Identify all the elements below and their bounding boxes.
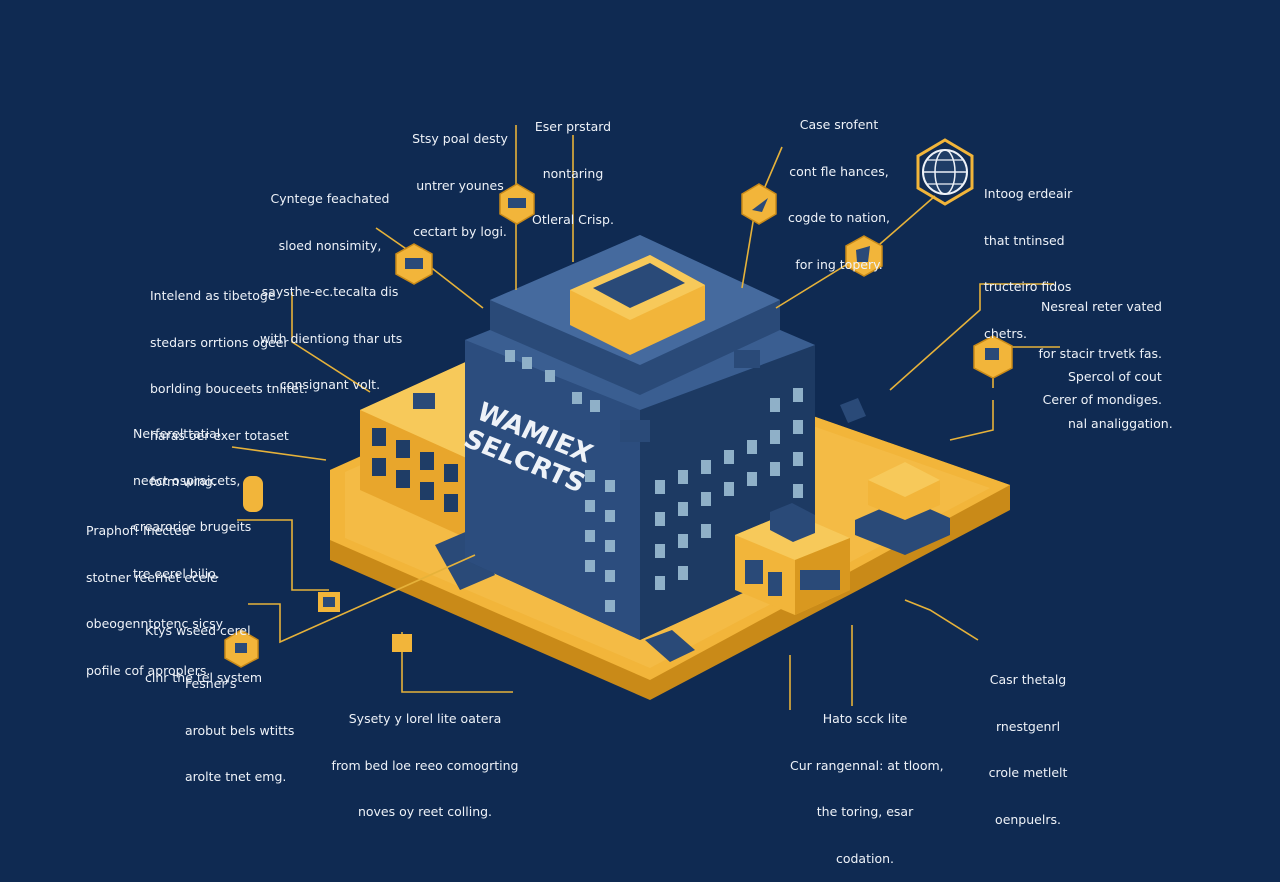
tool-icon (741, 183, 777, 225)
annotation-line: cectart by logi. (413, 224, 507, 239)
annotation-line: arolte tnet emg. (185, 769, 287, 784)
annotation-left-6: Fesner's arobut bels wtitts arolte tnet … (185, 645, 295, 800)
annotation-line: Eser prstard (534, 119, 612, 134)
annotation-left-2: Intelend as tibetoge stedars orrtions og… (150, 257, 320, 505)
annotation-left-4: Praphof! Inected stotner reernet ecele o… (86, 492, 246, 694)
network-dot (413, 393, 435, 409)
annotation-line: codation. (835, 850, 895, 866)
annotation-line: Case srofent (799, 117, 879, 132)
annotation-left-1: Cyntege feachated sloed nonsimity, sayst… (260, 160, 403, 408)
ground-machine (645, 630, 695, 662)
annotation-line: crearorice brugeits (133, 519, 252, 534)
annotation-line: chetrs. (984, 325, 1028, 341)
annotation-right-2: Spercol of cout nal analiggation. (1068, 338, 1188, 447)
annotation-bottom-right-a: Hato scck lite Cur rangennal: at tloom, … (790, 680, 944, 882)
annotation-line: with dientiong thar uts (260, 330, 403, 346)
annotation-line: consignant volt. (279, 377, 381, 392)
annotation-top-center: Eser prstard nontaring Otleral Crisp. (525, 88, 621, 243)
annotation-line: rnestgenrl (995, 718, 1061, 734)
annotation-line: Nesreal reter vated (1040, 299, 1162, 314)
annotation-line: Otleral Crisp. (532, 212, 614, 227)
annotation-line: borlding bouceets tnlitet. (150, 381, 308, 396)
cylinder-object (243, 476, 263, 512)
annotation-line: Cyntege feachated (270, 191, 390, 206)
annotation-line: Stsy poal desty (412, 131, 508, 146)
annotation-line: the toring, esar (816, 804, 914, 819)
right-annex (735, 462, 950, 615)
building-illustration: WAMIEX SELCRTS (224, 125, 1060, 710)
annotation-line: Cur rangennal: at tloom, (790, 757, 944, 773)
annotation-left-5: Ktys wseed cerel clnr the tel system (145, 592, 265, 701)
annotation-line: Cerer of mondiges. (1042, 392, 1162, 407)
annotation-right-3: Casr thetalg rnestgenrl crole metlelt oe… (978, 641, 1078, 843)
annotation-line: Sysety y lorel lite oatera (348, 711, 502, 726)
panel-icon (620, 420, 650, 442)
annotation-line: obeogenntotenc sicsy (86, 616, 224, 631)
annotation-line: for stacir trvetk fas. (1038, 345, 1162, 361)
annotation-line: Ktys wseed cerel (145, 623, 251, 638)
annotation-line: Nerferelttatial (133, 426, 221, 441)
annotation-line: oenpuelrs. (995, 811, 1061, 827)
annotation-right-1: Nesreal reter vated for stacir trvetk fa… (1010, 268, 1162, 423)
annotation-line: Fesner's (185, 676, 237, 691)
small-hex-icon (392, 634, 412, 652)
annotation-line: saysthe-ec.tecalta dis (261, 284, 399, 299)
main-tower (465, 235, 815, 640)
annotation-line: tructeiro fidos (984, 279, 1072, 294)
annotation-line: stedars orrtions ogeer (150, 334, 289, 350)
annotation-left-3: Nerferelttatial neect ospraicets, crearo… (133, 395, 283, 597)
annotation-line: tre eerel bilio. (133, 565, 220, 581)
annotation-top-right-b: Intoog erdeair that tntinsed tructeiro f… (984, 155, 1104, 357)
server-icon (734, 350, 760, 368)
annotation-line: nontaring (542, 165, 604, 181)
annotation-line: form wing. (150, 474, 217, 489)
roof-equipment (840, 398, 866, 423)
annotation-bottom-center: Sysety y lorel lite oatera from bed loe … (330, 680, 520, 835)
annotation-line: haras oer exer totaset (150, 427, 289, 443)
annotation-line: for ing topery. (795, 256, 883, 272)
annotation-top-right-a: Case srofent cont fle hances, cogde to n… (780, 86, 898, 288)
annotation-line: cont fle hances, (789, 163, 889, 179)
annotation-line: sloed nonsimity, (278, 237, 382, 253)
annotation-line: untrer younes (416, 177, 504, 193)
annotation-line: cogde to nation, (787, 210, 891, 225)
annotation-top-left-a: Stsy poal desty untrer younes cectart by… (400, 100, 520, 255)
annotation-line: crole metlelt (988, 765, 1068, 780)
annotation-line: Praphof! Inected (86, 523, 190, 538)
annotation-line: Intelend as tibetoge (150, 288, 276, 303)
annotation-line: nal analiggation. (1068, 415, 1173, 431)
annotation-line: pofile cof aproplers. (86, 662, 211, 678)
globe-icon (916, 138, 974, 206)
annotation-line: that tntinsed (984, 232, 1065, 248)
annotation-line: Hato scck lite (822, 711, 908, 726)
annotation-line: Spercol of cout (1068, 369, 1162, 384)
annotation-line: from bed loe reeo comogrting (331, 757, 519, 773)
annotation-line: stotner reernet ecele (86, 569, 218, 585)
annotation-line: clnr the tel system (145, 669, 263, 685)
annotation-line: Casr thetalg (989, 672, 1067, 687)
annotation-line: Intoog erdeair (984, 186, 1073, 201)
annotation-line: arobut bels wtitts (185, 722, 295, 738)
annotation-line: noves oy reet colling. (357, 804, 493, 819)
annotation-line: neect ospraicets, (133, 472, 241, 488)
